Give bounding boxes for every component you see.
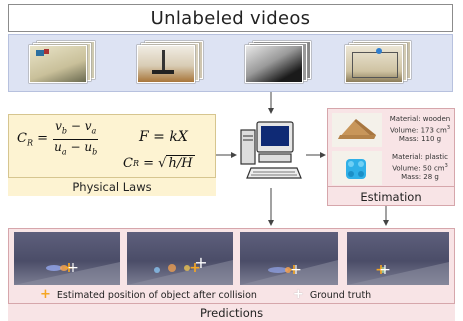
physical-laws-label: Physical Laws xyxy=(8,177,216,196)
svg-text:+: + xyxy=(379,262,391,278)
svg-text:+: + xyxy=(375,262,387,278)
ground-truth-plus-icon: + xyxy=(292,287,304,302)
svg-text:+: + xyxy=(189,260,201,276)
prediction-image-1: + + xyxy=(14,232,120,285)
wooden-object-properties: Material: wooden Volume: 173 cm3 Mass: 1… xyxy=(389,115,451,144)
prediction-image-3: + + xyxy=(240,232,338,285)
predictions-legend: + Estimated position of object after col… xyxy=(40,288,440,302)
svg-text:+: + xyxy=(194,253,207,272)
videos-title-text: Unlabeled videos xyxy=(150,7,311,29)
legend-estimated-text: Estimated position of object after colli… xyxy=(56,289,257,301)
estimation-label: Estimation xyxy=(327,186,455,206)
video-stack-2 xyxy=(137,41,207,83)
wooden-object-image xyxy=(332,113,382,147)
svg-text:+: + xyxy=(63,260,75,276)
spring-equation: F = kX xyxy=(139,129,188,145)
svg-text:+: + xyxy=(288,262,300,278)
restitution-equation: CR = vb − va ua − ub xyxy=(17,119,99,156)
plastic-object-properties: Material: plastic Volume: 50 cm3 Mass: 2… xyxy=(392,153,448,182)
video-stack-1 xyxy=(29,41,99,83)
computer-icon xyxy=(237,118,305,186)
video-stack-3 xyxy=(245,41,315,83)
prediction-image-4: + + xyxy=(347,232,449,285)
estimation-panel: Material: wooden Volume: 173 cm3 Mass: 1… xyxy=(327,108,455,206)
svg-text:+: + xyxy=(290,262,302,278)
videos-panel xyxy=(8,34,453,92)
videos-title: Unlabeled videos xyxy=(8,4,453,32)
estimated-position-plus-icon: + xyxy=(40,287,51,302)
plastic-object-image xyxy=(332,151,382,185)
predictions-label: Predictions xyxy=(8,303,455,321)
prediction-image-2: + + xyxy=(127,232,233,285)
legend-truth-text: Ground truth xyxy=(309,289,372,301)
svg-text:+: + xyxy=(67,260,79,276)
video-stack-4 xyxy=(345,41,415,83)
